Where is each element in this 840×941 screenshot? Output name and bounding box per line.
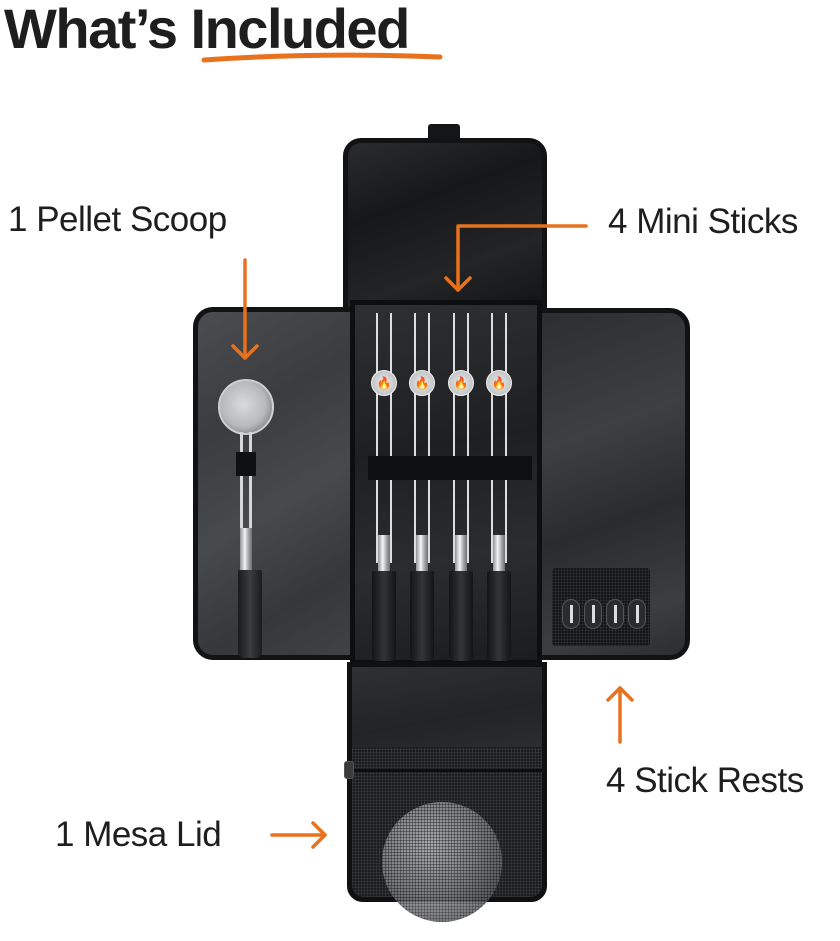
mini-stick: 🔥 [371,313,397,661]
callout-mesa-lid: 1 Mesa Lid [55,815,222,854]
zipper-pull-icon [344,761,354,779]
flame-icon: 🔥 [448,370,474,396]
bottom-flap-solid [352,667,542,747]
callout-stick-rests: 4 Stick Rests [606,761,804,800]
stick-rests-pouch [552,568,650,646]
flame-icon: 🔥 [409,370,435,396]
mini-stick: 🔥 [448,313,474,661]
arrow-right-icon [270,821,327,849]
scoop-handle [238,570,262,658]
sticks-strap [368,456,532,480]
scoop-strap [236,452,256,476]
flame-icon: 🔥 [371,370,397,396]
mini-stick: 🔥 [486,313,512,661]
arrow-up-icon [606,686,634,744]
callout-mini-sticks: 4 Mini Sticks [608,202,798,241]
case-bottom-flap [344,662,547,922]
mini-stick: 🔥 [409,313,435,661]
callout-pellet-scoop: 1 Pellet Scoop [8,200,227,239]
case-left-panel [193,307,361,660]
scoop-ferrule [240,528,252,572]
case-top-flap [343,138,547,314]
zipper [352,769,542,772]
flame-icon: 🔥 [486,370,512,396]
page-title: What’s Included [4,0,410,60]
mesa-lid-image [382,802,502,922]
pellet-scoop-cup [218,379,274,435]
mesh-pocket [344,747,542,922]
scoop-rod-right [249,432,252,532]
scoop-rod-left [240,432,243,532]
